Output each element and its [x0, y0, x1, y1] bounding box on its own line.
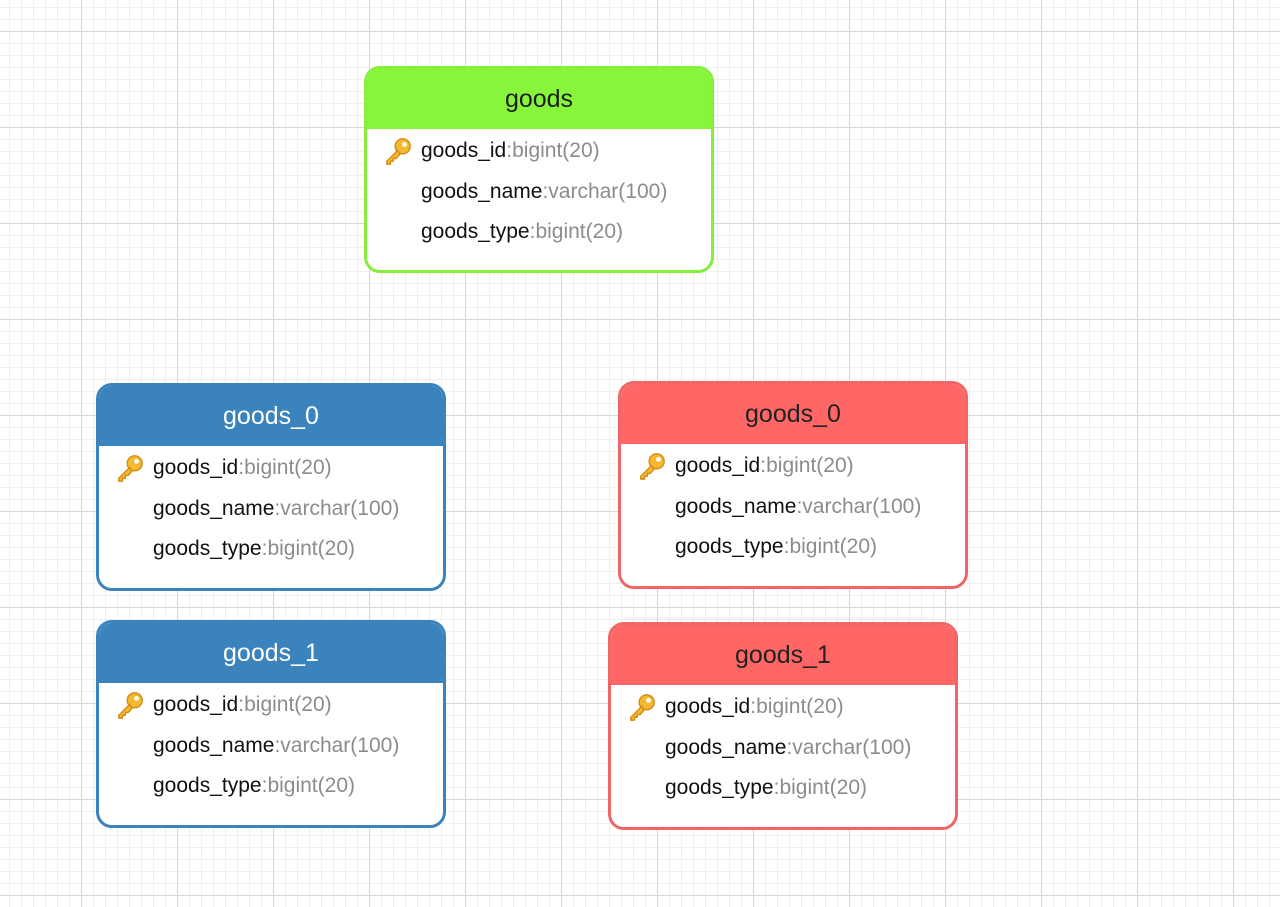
- field-list: goods_id: bigint(20) goods_name: varchar…: [611, 685, 955, 809]
- field-separator: :: [274, 496, 281, 520]
- field-row-goods-name[interactable]: goods_name: varchar(100): [611, 728, 955, 769]
- field-name: goods_name: [421, 179, 543, 203]
- table-title: goods_0: [745, 399, 841, 428]
- field-separator: :: [261, 537, 268, 561]
- field-separator: :: [773, 776, 780, 800]
- field-separator: :: [274, 733, 281, 757]
- table-goods-1-blue[interactable]: goods_1 goods_id: bigint(20) goods_name:…: [96, 620, 446, 828]
- field-name: goods_id: [153, 456, 239, 480]
- table-goods-0-blue[interactable]: goods_0 goods_id: bigint(20) goods_name:…: [96, 383, 446, 591]
- field-separator: :: [238, 456, 245, 480]
- field-list: goods_id: bigint(20) goods_name: varchar…: [621, 444, 965, 568]
- field-separator: :: [238, 693, 245, 717]
- field-separator: :: [542, 179, 549, 203]
- table-goods-0-red[interactable]: goods_0 goods_id: bigint(20) goods_name:…: [618, 381, 968, 589]
- field-name: goods_type: [153, 774, 262, 798]
- field-type: bigint(20): [789, 535, 877, 559]
- field-row-goods-id[interactable]: goods_id: bigint(20): [99, 448, 443, 489]
- field-list: goods_id: bigint(20) goods_name: varchar…: [99, 446, 443, 570]
- field-separator: :: [796, 494, 803, 518]
- field-list: goods_id: bigint(20) goods_name: varchar…: [367, 129, 711, 253]
- field-separator: :: [760, 454, 767, 478]
- field-separator: :: [750, 695, 757, 719]
- field-name: goods_id: [421, 139, 507, 163]
- field-row-goods-type[interactable]: goods_type: bigint(20): [621, 527, 965, 568]
- key-icon: [386, 138, 411, 166]
- table-header: goods_1: [611, 625, 955, 685]
- field-separator: :: [529, 220, 536, 244]
- field-name: goods_type: [153, 537, 262, 561]
- key-icon: [118, 692, 143, 720]
- field-type: varchar(100): [548, 179, 668, 203]
- field-type: bigint(20): [512, 139, 600, 163]
- table-header: goods: [367, 69, 711, 129]
- key-icon: [118, 455, 143, 483]
- field-row-goods-id[interactable]: goods_id: bigint(20): [621, 446, 965, 487]
- table-header: goods_0: [99, 386, 443, 446]
- field-separator: :: [506, 139, 513, 163]
- field-name: goods_name: [153, 496, 275, 520]
- table-goods-1-red[interactable]: goods_1 goods_id: bigint(20) goods_name:…: [608, 622, 958, 830]
- field-name: goods_id: [153, 693, 239, 717]
- field-separator: :: [786, 735, 793, 759]
- field-type: bigint(20): [244, 693, 332, 717]
- field-type: varchar(100): [792, 735, 912, 759]
- field-type: bigint(20): [244, 456, 332, 480]
- field-row-goods-type[interactable]: goods_type: bigint(20): [99, 529, 443, 570]
- field-name: goods_id: [675, 454, 761, 478]
- table-header: goods_0: [621, 384, 965, 444]
- field-type: varchar(100): [802, 494, 922, 518]
- table-title: goods_1: [223, 638, 319, 667]
- field-row-goods-id[interactable]: goods_id: bigint(20): [611, 687, 955, 728]
- field-name: goods_name: [153, 733, 275, 757]
- table-title: goods: [504, 84, 574, 113]
- field-row-goods-type[interactable]: goods_type: bigint(20): [611, 768, 955, 809]
- field-type: bigint(20): [756, 695, 844, 719]
- table-title: goods_1: [735, 640, 831, 669]
- field-list: goods_id: bigint(20) goods_name: varchar…: [99, 683, 443, 807]
- field-name: goods_type: [675, 535, 784, 559]
- field-type: varchar(100): [280, 733, 400, 757]
- field-type: bigint(20): [267, 537, 355, 561]
- field-type: bigint(20): [535, 220, 623, 244]
- field-type: varchar(100): [280, 496, 400, 520]
- field-row-goods-id[interactable]: goods_id: bigint(20): [367, 131, 711, 172]
- field-row-goods-type[interactable]: goods_type: bigint(20): [99, 766, 443, 807]
- field-type: bigint(20): [267, 774, 355, 798]
- field-row-goods-id[interactable]: goods_id: bigint(20): [99, 685, 443, 726]
- table-goods[interactable]: goods goods_id: bigint(20) goods_name: v…: [364, 66, 714, 273]
- field-name: goods_name: [665, 735, 787, 759]
- field-name: goods_type: [421, 220, 530, 244]
- field-row-goods-name[interactable]: goods_name: varchar(100): [99, 489, 443, 530]
- field-type: bigint(20): [779, 776, 867, 800]
- field-separator: :: [261, 774, 268, 798]
- field-separator: :: [783, 535, 790, 559]
- key-icon: [630, 694, 655, 722]
- key-icon: [640, 453, 665, 481]
- field-name: goods_id: [665, 695, 751, 719]
- field-type: bigint(20): [766, 454, 854, 478]
- field-row-goods-name[interactable]: goods_name: varchar(100): [367, 172, 711, 213]
- table-title: goods_0: [223, 401, 319, 430]
- field-row-goods-type[interactable]: goods_type: bigint(20): [367, 212, 711, 253]
- field-row-goods-name[interactable]: goods_name: varchar(100): [621, 487, 965, 528]
- field-name: goods_type: [665, 776, 774, 800]
- table-header: goods_1: [99, 623, 443, 683]
- field-row-goods-name[interactable]: goods_name: varchar(100): [99, 726, 443, 767]
- field-name: goods_name: [675, 494, 797, 518]
